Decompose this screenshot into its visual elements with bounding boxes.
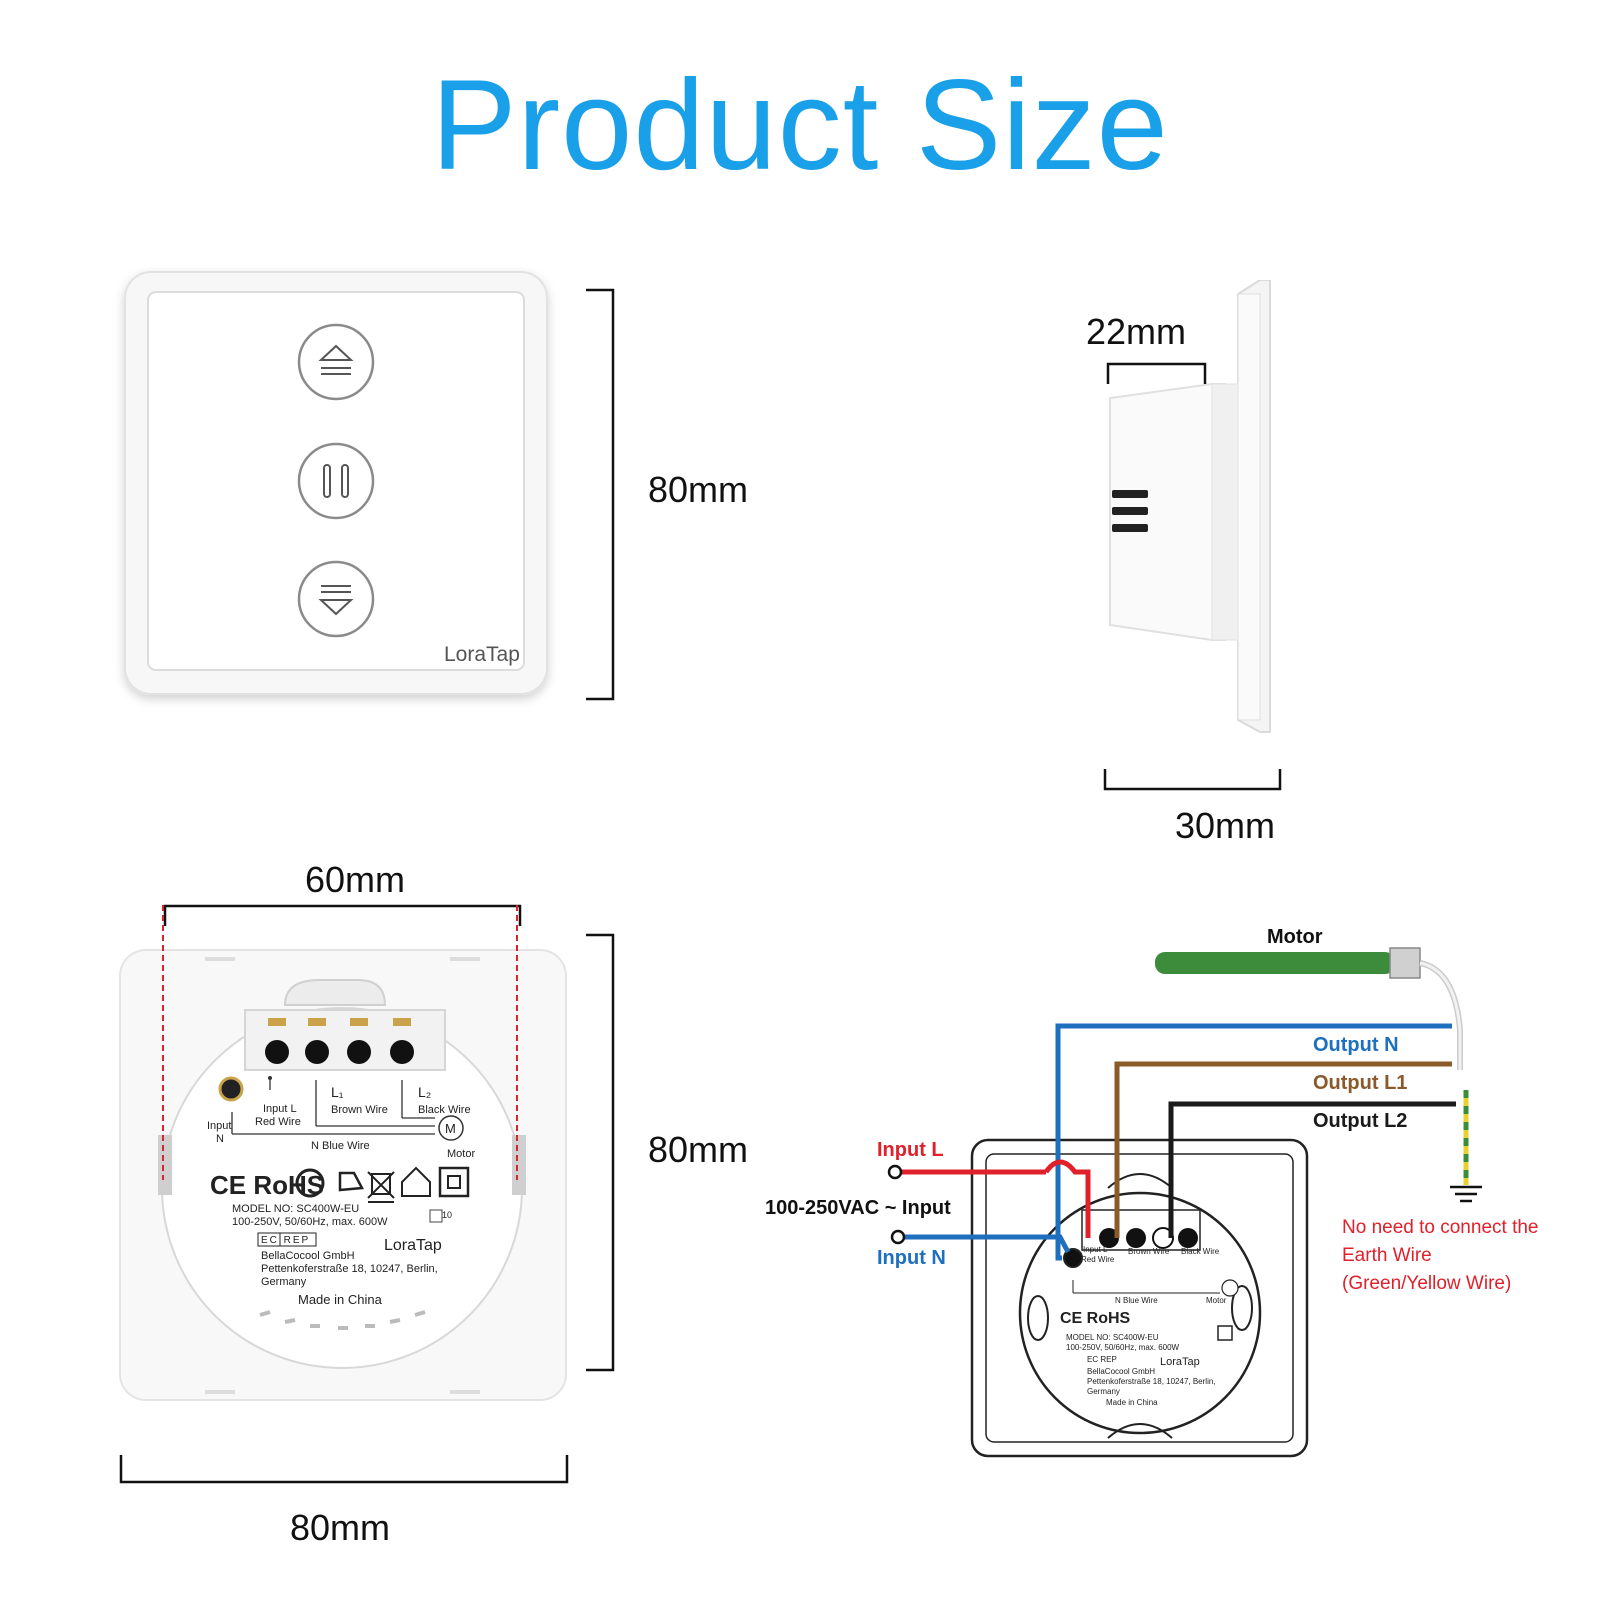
label-input-n-2: N bbox=[216, 1133, 224, 1145]
front-panel-view bbox=[124, 271, 548, 695]
indoor-use-icon bbox=[401, 1166, 431, 1197]
label-brown-wire: Brown Wire bbox=[331, 1104, 388, 1116]
ce-rohs-marks: CE RoHS bbox=[210, 1170, 325, 1200]
output-l2-wire bbox=[1168, 1101, 1456, 1238]
input-l-terminal bbox=[887, 1164, 903, 1180]
label-black-wire: Black Wire bbox=[418, 1104, 471, 1116]
wiring-label-address: Pettenkoferstraße 18, 10247, Berlin, bbox=[1087, 1377, 1216, 1386]
side-depth-bracket bbox=[1106, 362, 1207, 384]
side-view bbox=[1109, 280, 1271, 733]
side-total-label: 30mm bbox=[1175, 805, 1276, 846]
back-height-label: 80mm bbox=[648, 1129, 749, 1170]
wiring-label-input-l: Input L bbox=[1083, 1245, 1108, 1254]
motor-tube bbox=[1155, 952, 1395, 974]
output-l1-label: Output L1 bbox=[1313, 1072, 1408, 1094]
label-made-in: Made in China bbox=[298, 1292, 382, 1307]
recycle-arrow-icon bbox=[295, 1168, 325, 1198]
up-arrow-icon bbox=[318, 344, 354, 361]
front-brand-logo: LoraTap bbox=[444, 643, 520, 666]
wiring-label-brown-wire: Brown Wire bbox=[1128, 1247, 1170, 1256]
weee-bin-icon bbox=[367, 1171, 395, 1203]
label-rating: 100-250V, 50/60Hz, max. 600W bbox=[232, 1216, 388, 1228]
motor-symbol-icon bbox=[438, 1115, 464, 1141]
label-motor: Motor bbox=[447, 1148, 476, 1160]
label-input-n: Input bbox=[207, 1120, 232, 1132]
double-insulation-icon bbox=[438, 1166, 470, 1198]
input-supply-label: 100-250VAC ~ Input bbox=[765, 1197, 951, 1219]
earth-note-line1: No need to connect the bbox=[1342, 1217, 1539, 1238]
wiring-label-company: BellaCocool GmbH bbox=[1087, 1367, 1156, 1376]
label-motor-m: M bbox=[445, 1121, 456, 1136]
output-n-wire bbox=[1055, 1023, 1452, 1261]
wiring-label-black-wire: Black Wire bbox=[1181, 1247, 1220, 1256]
output-l1-wire bbox=[1114, 1061, 1452, 1238]
label-model: MODEL NO: SC400W-EU bbox=[232, 1203, 360, 1215]
input-n-wire bbox=[898, 1234, 1071, 1254]
earth-note-line3: (Green/Yellow Wire) bbox=[1342, 1273, 1512, 1294]
wiring-label-rating: 100-250V, 50/60Hz, max. 600W bbox=[1066, 1343, 1180, 1352]
input-n-terminal bbox=[890, 1229, 906, 1245]
wiring-label-red-wire: Red Wire bbox=[1081, 1255, 1115, 1264]
back-height-bracket bbox=[586, 933, 615, 1372]
back-width-guides bbox=[162, 905, 518, 1180]
label-input-l: Input L bbox=[263, 1103, 297, 1115]
label-index: 10 bbox=[442, 1210, 453, 1220]
motor-head bbox=[1389, 947, 1421, 979]
wiring-label-motor: Motor bbox=[1206, 1296, 1227, 1305]
side-total-bracket bbox=[1103, 769, 1282, 791]
wiring-label-blue-wire: N Blue Wire bbox=[1115, 1296, 1158, 1305]
back-view bbox=[119, 949, 567, 1401]
wiring-diagram bbox=[887, 947, 1482, 1458]
page-title: Product Size bbox=[431, 54, 1169, 197]
label-l1: L₁ bbox=[331, 1084, 344, 1100]
motor-label: Motor bbox=[1267, 926, 1323, 948]
back-bottom-label: 80mm bbox=[290, 1507, 391, 1548]
back-width-label: 60mm bbox=[305, 859, 406, 900]
back-width-bracket bbox=[163, 904, 522, 926]
down-button[interactable] bbox=[297, 560, 375, 638]
label-country: Germany bbox=[261, 1276, 307, 1288]
down-arrow-icon bbox=[318, 599, 354, 616]
up-button[interactable] bbox=[297, 323, 375, 401]
bottom-vents bbox=[259, 1310, 426, 1330]
label-ec-rep: EC REP bbox=[261, 1235, 311, 1246]
front-height-bracket bbox=[586, 288, 615, 701]
input-l-label: Input L bbox=[877, 1139, 944, 1161]
side-depth-label: 22mm bbox=[1086, 311, 1187, 352]
output-l2-label: Output L2 bbox=[1313, 1110, 1408, 1132]
back-bottom-bracket bbox=[119, 1455, 569, 1484]
input-n-label: Input N bbox=[877, 1247, 946, 1269]
front-height-label: 80mm bbox=[648, 469, 749, 510]
label-red-wire: Red Wire bbox=[255, 1116, 301, 1128]
pause-icon bbox=[323, 464, 331, 498]
wiring-brand-logo: LoraTap bbox=[1160, 1356, 1200, 1368]
wiring-label-ec-rep: EC REP bbox=[1087, 1355, 1117, 1364]
recycle-icon bbox=[338, 1171, 364, 1192]
wiring-label-made-in: Made in China bbox=[1106, 1398, 1158, 1407]
wiring-label-country: Germany bbox=[1087, 1387, 1120, 1396]
earth-note-line2: Earth Wire bbox=[1342, 1245, 1432, 1266]
back-brand-logo: LoraTap bbox=[384, 1237, 442, 1254]
label-l2: L₂ bbox=[418, 1084, 432, 1100]
input-n-terminal bbox=[218, 1076, 244, 1102]
wiring-cert-marks: CE RoHS bbox=[1060, 1310, 1131, 1327]
pause-button[interactable] bbox=[297, 442, 375, 520]
label-blue-wire: N Blue Wire bbox=[311, 1140, 370, 1152]
label-address: Pettenkoferstraße 18, 10247, Berlin, bbox=[261, 1263, 438, 1275]
terminal-screws bbox=[265, 1040, 414, 1064]
wiring-label-model: MODEL NO: SC400W-EU bbox=[1066, 1333, 1159, 1342]
output-n-label: Output N bbox=[1313, 1034, 1399, 1056]
label-company: BellaCocool GmbH bbox=[261, 1250, 355, 1262]
